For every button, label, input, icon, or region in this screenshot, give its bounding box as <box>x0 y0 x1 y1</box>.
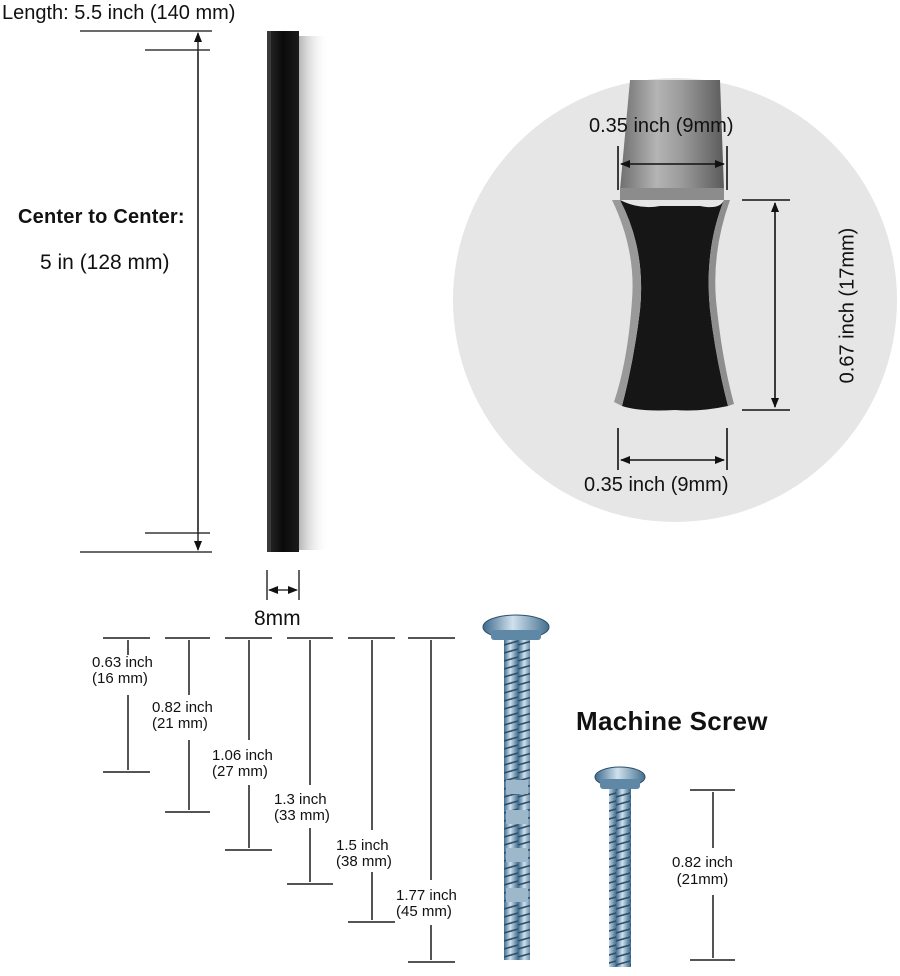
screw-size-inch: 0.82 inch <box>152 699 213 716</box>
machine-screw-size-mm: (21mm) <box>676 871 729 888</box>
profile-dimensions <box>617 146 790 470</box>
screw-length-brackets <box>103 637 455 963</box>
machine-screw-size-label: 0.82 inch (21mm) <box>672 854 733 888</box>
screw-size-inch: 1.3 inch <box>274 791 327 808</box>
screw-size-mm: (33 mm) <box>274 807 330 824</box>
machine-screw-illustration <box>594 766 646 967</box>
screw-size-inch: 1.06 inch <box>212 747 273 764</box>
screw-size-label: 0.82 inch (21 mm) <box>152 700 213 732</box>
screw-size-label: 1.5 inch (38 mm) <box>336 838 392 870</box>
handle-bar <box>267 31 299 552</box>
screw-size-inch: 1.77 inch <box>396 887 457 904</box>
screw-size-mm: (21 mm) <box>152 715 208 732</box>
machine-screw-size-inch: 0.82 inch <box>672 854 733 871</box>
machine-screw-dimension <box>690 789 735 961</box>
center-to-center-value: 5 in (128 mm) <box>40 251 170 274</box>
profile-height-label: 0.67 inch (17mm) <box>836 227 859 384</box>
width-dimension <box>266 570 300 600</box>
center-to-center-title: Center to Center: <box>18 206 185 228</box>
machine-screw-title: Machine Screw <box>576 706 768 736</box>
screw-size-mm: (16 mm) <box>92 670 148 687</box>
profile-top-width-label: 0.35 inch (9mm) <box>589 115 734 137</box>
screw-size-label: 0.63 inch (16 mm) <box>92 655 153 687</box>
screw-size-label: 1.06 inch (27 mm) <box>212 748 273 780</box>
screw-size-inch: 1.5 inch <box>336 837 389 854</box>
profile-bottom-width-label: 0.35 inch (9mm) <box>584 474 729 496</box>
screw-size-mm: (38 mm) <box>336 853 392 870</box>
profile-circle <box>453 78 897 522</box>
screw-size-mm: (45 mm) <box>396 903 452 920</box>
screw-size-label: 1.77 inch (45 mm) <box>396 888 457 920</box>
long-screw-illustration <box>482 614 550 960</box>
handle-shadow <box>299 36 329 550</box>
handle-bar-illustration <box>267 31 329 552</box>
screw-size-mm: (27 mm) <box>212 763 268 780</box>
width-label: 8mm <box>254 607 301 630</box>
screw-size-inch: 0.63 inch <box>92 654 153 671</box>
screw-size-label: 1.3 inch (33 mm) <box>274 792 330 824</box>
length-label: Length: 5.5 inch (140 mm) <box>2 2 236 24</box>
length-dimension <box>80 30 212 553</box>
